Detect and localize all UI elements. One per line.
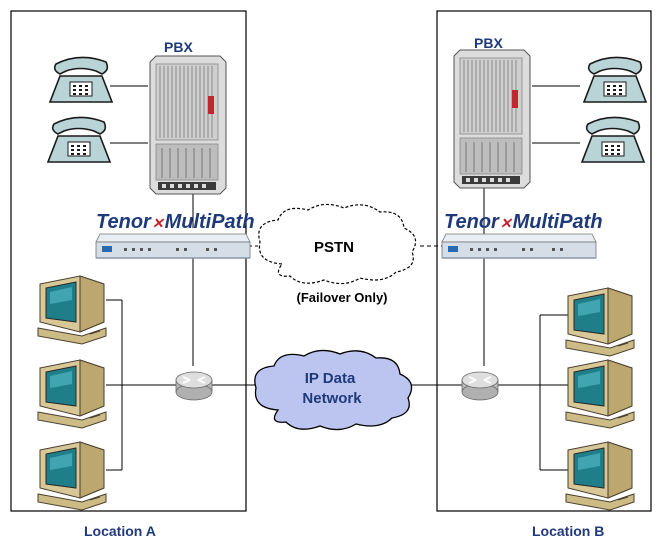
pbx-label-a: PBX bbox=[164, 39, 193, 55]
location-b-label: Location B bbox=[532, 523, 604, 539]
brand-tenor: Tenor bbox=[444, 211, 500, 233]
brand-label-b: Tenor✕MultiPath bbox=[444, 211, 603, 233]
brand-label-a: Tenor✕MultiPath bbox=[96, 211, 255, 233]
desktop-computer-icon bbox=[565, 359, 635, 429]
location-b-box bbox=[436, 10, 652, 512]
telephone-icon bbox=[583, 56, 647, 103]
desktop-computer-icon bbox=[565, 287, 635, 357]
pbx-label-b: PBX bbox=[474, 35, 503, 51]
telephone-icon bbox=[47, 116, 111, 163]
brand-multipath: MultiPath bbox=[513, 211, 603, 233]
desktop-computer-icon bbox=[37, 359, 107, 429]
router-icon bbox=[175, 371, 213, 401]
router-icon bbox=[461, 371, 499, 401]
telephone-icon bbox=[581, 116, 645, 163]
pstn-label: PSTN bbox=[314, 239, 354, 256]
desktop-computer-icon bbox=[565, 441, 635, 511]
pbx-cabinet-icon bbox=[453, 49, 531, 189]
ip-network-label-line1: IP Data bbox=[305, 370, 356, 387]
location-a-label: Location A bbox=[84, 523, 156, 539]
location-a-links bbox=[106, 85, 272, 471]
telephone-icon bbox=[49, 56, 113, 103]
brand-separator: ✕ bbox=[500, 215, 513, 231]
location-b-links bbox=[403, 85, 580, 471]
ip-network-label-line2: Network bbox=[302, 390, 362, 407]
pbx-cabinet-icon bbox=[149, 55, 227, 195]
location-a-box bbox=[10, 10, 247, 512]
brand-separator: ✕ bbox=[152, 215, 165, 231]
desktop-computer-icon bbox=[37, 275, 107, 345]
desktop-computer-icon bbox=[37, 441, 107, 511]
pstn-failover-note: (Failover Only) bbox=[296, 290, 387, 305]
brand-multipath: MultiPath bbox=[165, 211, 255, 233]
brand-tenor: Tenor bbox=[96, 211, 152, 233]
multipath-gateway-icon bbox=[441, 233, 597, 259]
multipath-gateway-icon bbox=[95, 233, 251, 259]
